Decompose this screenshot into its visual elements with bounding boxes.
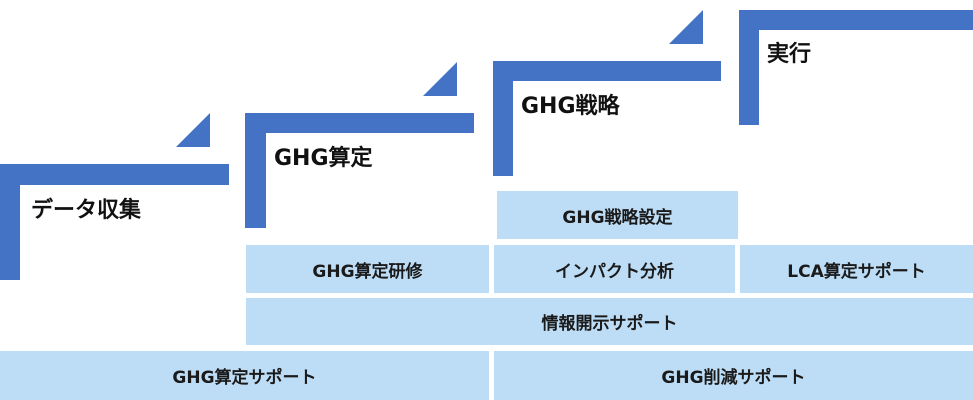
service-ghg-reduction-support: GHG削減サポート [494, 351, 973, 400]
service-lca-calc-support: LCA算定サポート [740, 245, 973, 293]
step-arrow-triangle [669, 10, 703, 44]
stage-ghg-calc-step [245, 62, 474, 228]
service-ghg-strategy-setting: GHG戦略設定 [497, 191, 738, 239]
stage-label-ghg-strategy: GHG戦略 [521, 94, 620, 119]
stage-label-data-collection: データ収集 [31, 198, 142, 223]
service-ghg-calc-support: GHG算定サポート [0, 351, 489, 400]
step-bracket [245, 113, 474, 228]
stage-ghg-strategy-step [493, 10, 721, 176]
stage-label-execution: 実行 [767, 42, 812, 67]
service-ghg-calc-training: GHG算定研修 [246, 245, 489, 293]
stage-data-collection-step [0, 113, 229, 280]
step-bracket [493, 61, 721, 176]
service-impact-analysis: インパクト分析 [494, 245, 735, 293]
step-arrow-triangle [176, 113, 210, 147]
service-disclosure-support: 情報開示サポート [246, 298, 973, 345]
stage-execution-step [739, 10, 973, 125]
stage-label-ghg-calc: GHG算定 [274, 146, 373, 171]
step-bracket [739, 10, 973, 125]
step-bracket [0, 164, 229, 280]
step-arrow-triangle [423, 62, 457, 96]
